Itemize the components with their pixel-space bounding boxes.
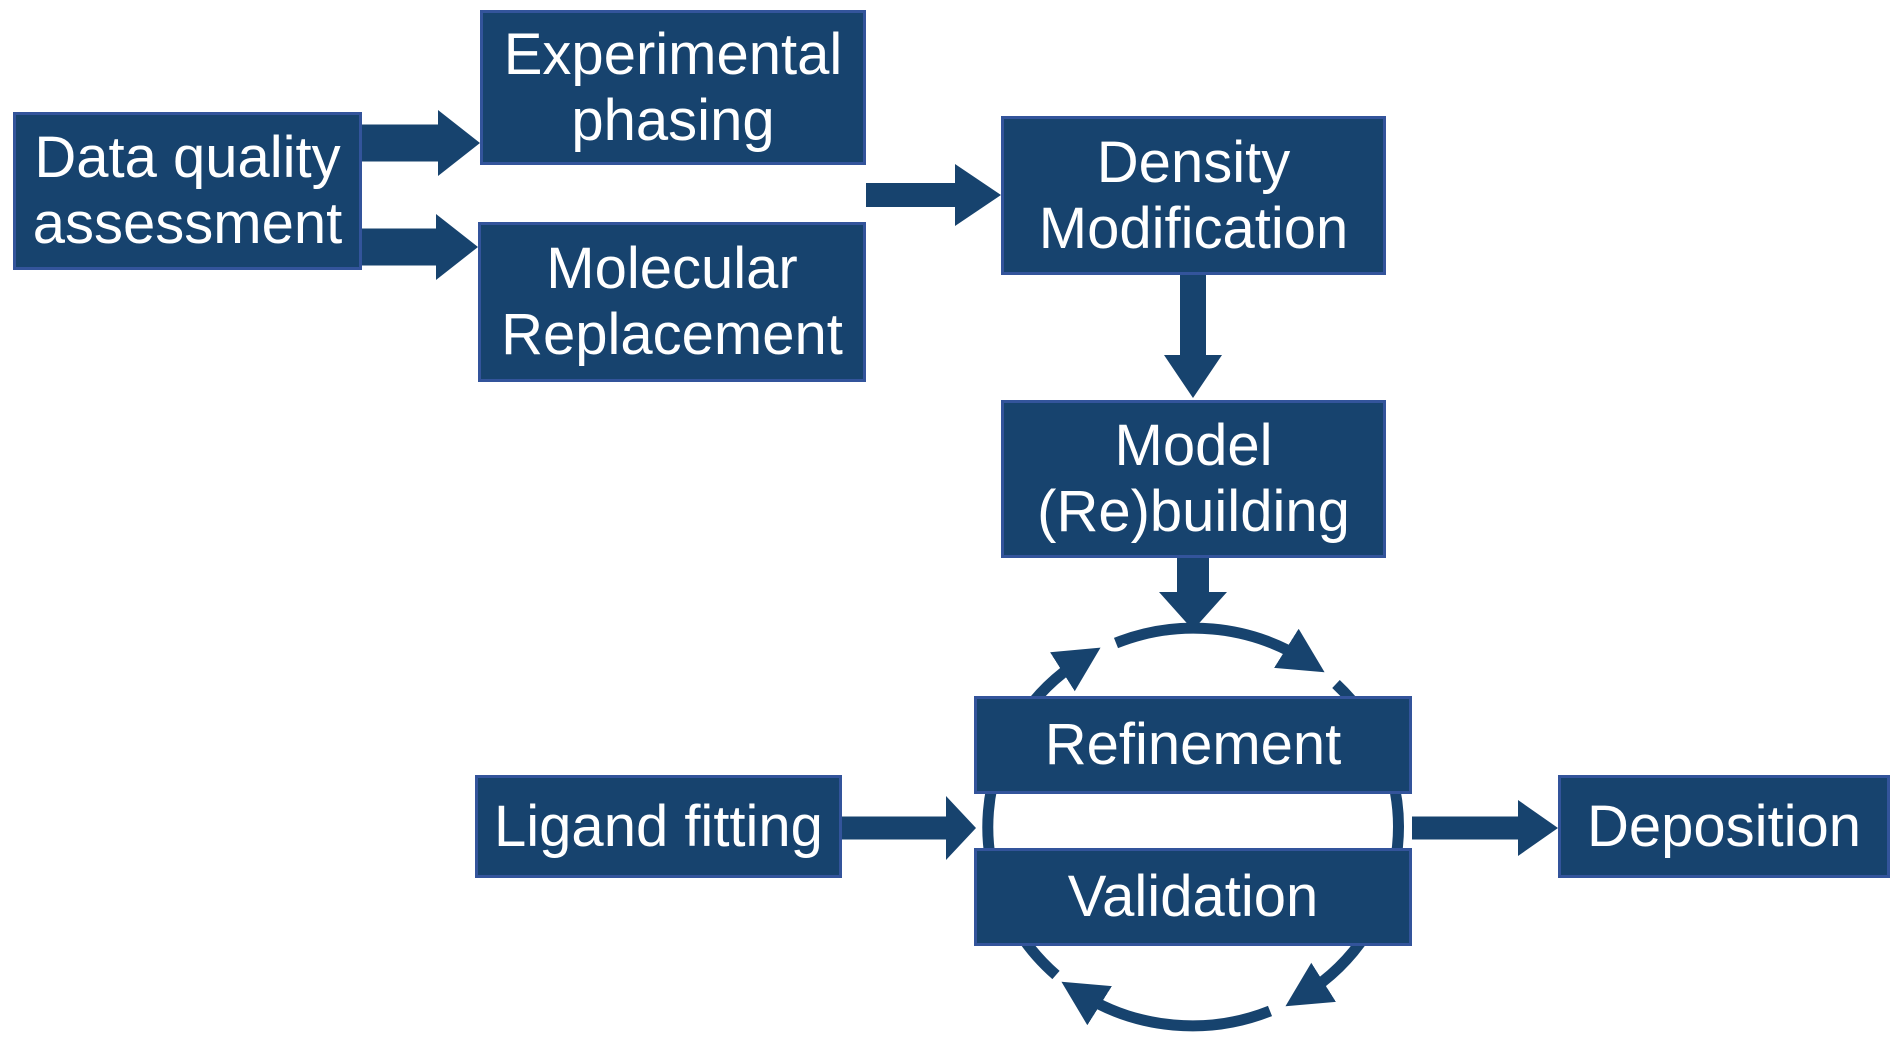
arrow-dataquality-to-experimentalphasing-icon bbox=[362, 110, 480, 176]
node-validation: Validation bbox=[974, 848, 1412, 946]
cycle-arc-bottom-icon bbox=[1061, 981, 1273, 1032]
node-deposition: Deposition bbox=[1558, 775, 1890, 878]
node-density-modification: Density Modification bbox=[1001, 116, 1386, 275]
node-label-line: Validation bbox=[1067, 864, 1319, 929]
cycle-arc-top-icon bbox=[1113, 622, 1325, 673]
arrow-cycle-to-deposition-icon bbox=[1412, 800, 1558, 856]
node-label-line: assessment bbox=[32, 191, 343, 256]
node-label-line: Model bbox=[1114, 413, 1273, 478]
node-model-rebuilding: Model (Re)building bbox=[1001, 400, 1386, 558]
arrow-phasing-to-densitymodification-icon bbox=[866, 164, 1001, 226]
node-data-quality-assessment: Data quality assessment bbox=[13, 112, 362, 270]
node-label-line: Molecular bbox=[546, 236, 798, 301]
node-experimental-phasing: Experimental phasing bbox=[480, 10, 866, 165]
arrow-dataquality-to-molecularreplacement-icon bbox=[362, 214, 478, 280]
node-ligand-fitting: Ligand fitting bbox=[475, 775, 842, 878]
node-label-line: (Re)building bbox=[1037, 479, 1350, 544]
arrow-ligandfitting-to-cycle-icon bbox=[842, 796, 976, 860]
node-label-line: Data quality bbox=[34, 125, 341, 190]
arrow-modelrebuilding-to-cycle-icon bbox=[1159, 558, 1227, 630]
node-label-line: Replacement bbox=[501, 302, 843, 367]
node-molecular-replacement: Molecular Replacement bbox=[478, 222, 866, 382]
node-label-line: Deposition bbox=[1586, 793, 1862, 859]
arrow-densitymodification-to-modelrebuilding-icon bbox=[1164, 275, 1222, 398]
node-label-line: Modification bbox=[1038, 195, 1349, 261]
node-refinement: Refinement bbox=[974, 696, 1412, 794]
node-label-line: Density bbox=[1096, 129, 1291, 195]
node-label-line: phasing bbox=[571, 87, 775, 153]
node-label-line: Experimental bbox=[503, 21, 843, 87]
node-label-line: Ligand fitting bbox=[494, 793, 823, 859]
node-label-line: Refinement bbox=[1044, 712, 1342, 777]
